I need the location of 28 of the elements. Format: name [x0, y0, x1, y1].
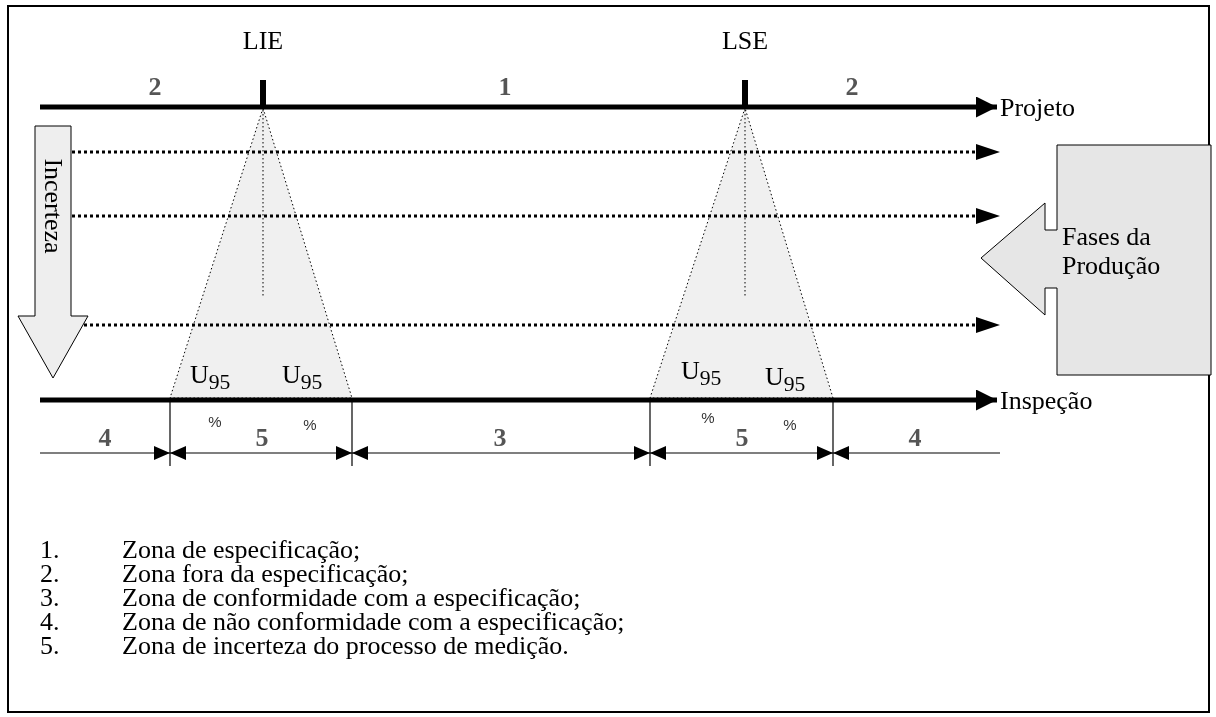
percent-sign: %	[783, 417, 797, 432]
list-item: Zona de especificação;	[122, 537, 361, 563]
text-label: U$_{95}$	[190, 362, 231, 394]
zone-number: 2	[845, 74, 859, 100]
zone-number: 1	[498, 74, 512, 100]
list-number: 2.	[40, 561, 60, 587]
zone-number: 3	[493, 425, 507, 451]
text-label: U$_{95}$	[282, 362, 323, 394]
zone-number: 4	[98, 425, 112, 451]
percent-sign: %	[303, 417, 317, 432]
zone-number: 4	[908, 425, 922, 451]
text-label: LIE	[242, 28, 284, 54]
text-label: Projeto	[1000, 95, 1076, 121]
text-label: U$_{95}$	[681, 358, 722, 390]
zone-number: 5	[255, 425, 269, 451]
node-label: Incerteza	[38, 158, 68, 254]
list-number: 4.	[40, 609, 60, 635]
text-label: Inspeção	[1000, 388, 1093, 414]
text-label: LSE	[721, 28, 769, 54]
text-label: U$_{95}$	[765, 364, 806, 396]
percent-sign: %	[701, 410, 715, 425]
node-label: Fases da Produção	[1062, 223, 1162, 281]
list-number: 5.	[40, 633, 60, 659]
list-number: 1.	[40, 537, 60, 563]
zone-number: 5	[735, 425, 749, 451]
list-number: 3.	[40, 585, 60, 611]
percent-sign: %	[208, 414, 222, 429]
zone-number: 2	[148, 74, 162, 100]
